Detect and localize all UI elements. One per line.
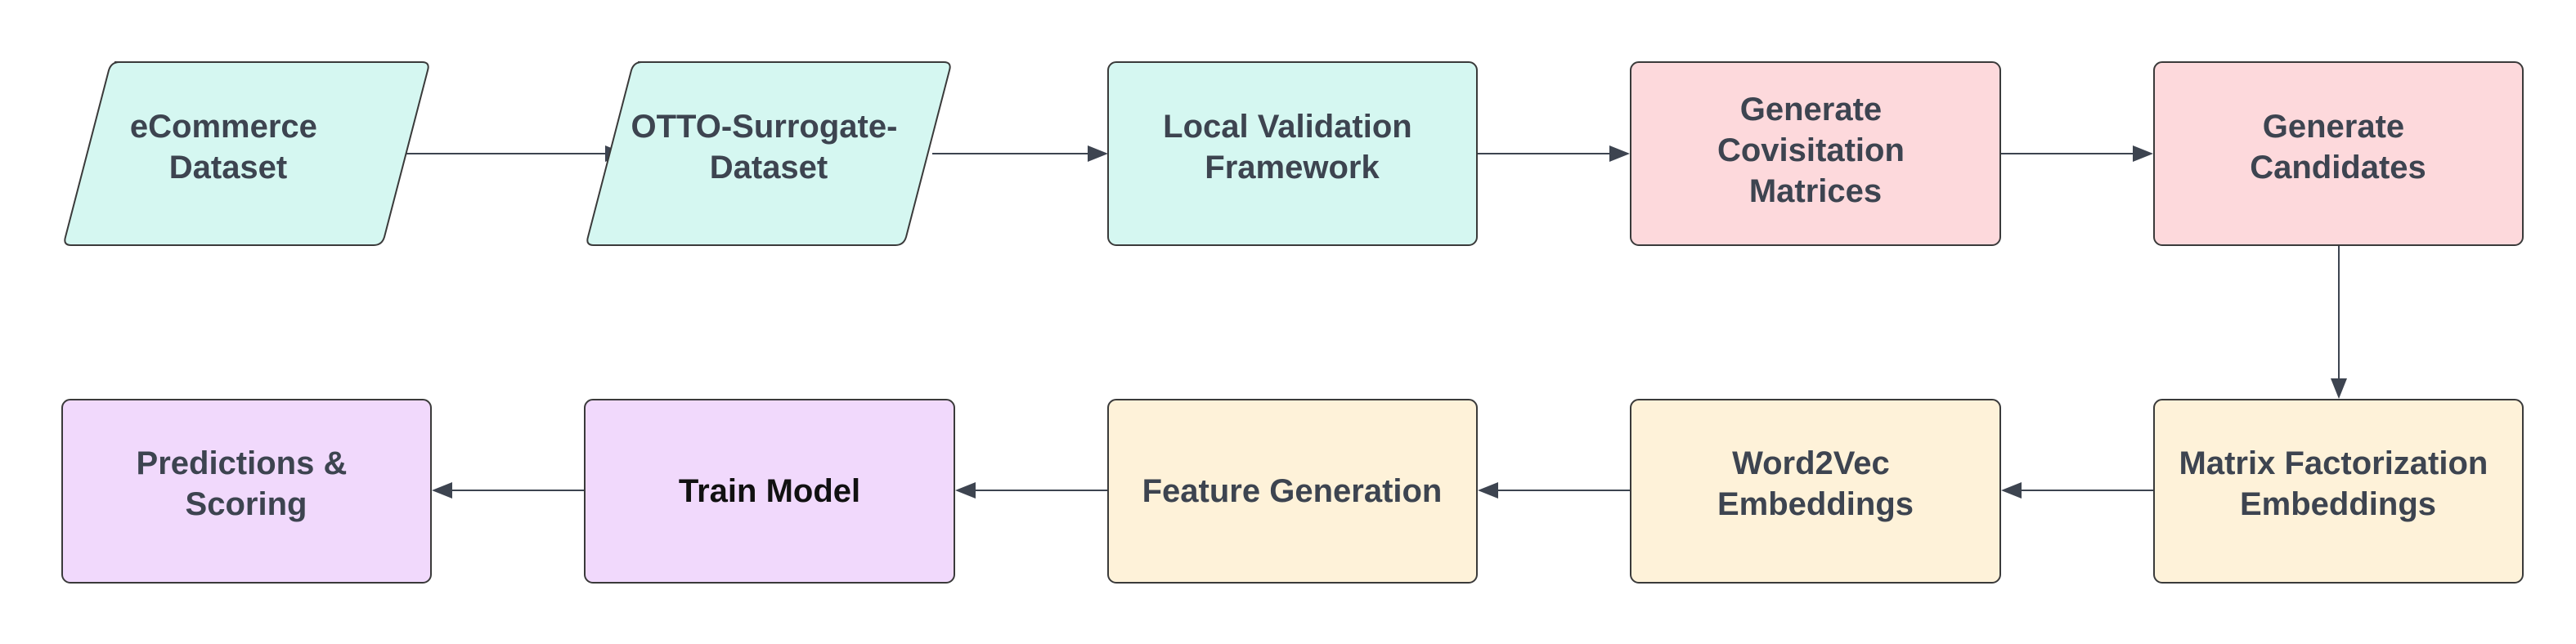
label-line: Embeddings xyxy=(1717,486,1914,522)
node-matrix-factorization-embeddings: Matrix Factorization Embeddings xyxy=(2153,399,2524,584)
label-line: OTTO-Surrogate- xyxy=(631,109,897,145)
label-line: Matrices xyxy=(1749,173,1882,209)
node-train-model: Train Model xyxy=(584,399,955,584)
node-generate-covisitation-matrices: Generate Covisitation Matrices xyxy=(1630,61,2001,246)
label-line: Predictions & xyxy=(137,445,348,481)
label-line: Generate xyxy=(1740,92,1882,127)
node-label: Generate Covisitation Matrices xyxy=(1717,92,1914,209)
node-label: OTTO-Surrogate- Dataset xyxy=(631,109,906,186)
label-line: Feature Generation xyxy=(1142,473,1443,509)
label-line: Framework xyxy=(1205,150,1380,186)
label-line: Generate xyxy=(2263,109,2404,145)
nodes: eCommerce Dataset OTTO-Surrogate- Datase… xyxy=(61,61,2524,584)
arrowhead-otto-to-validation xyxy=(1088,145,1108,162)
arrowhead-word2vec-to-feature-generation xyxy=(1478,482,1498,499)
arrowhead-train-model-to-predictions xyxy=(432,482,452,499)
node-word2vec-embeddings: Word2Vec Embeddings xyxy=(1630,399,2001,584)
arrowhead-validation-to-covisitation xyxy=(1609,145,1630,162)
node-otto-surrogate-dataset: OTTO-Surrogate- Dataset xyxy=(586,61,951,246)
node-label: eCommerce Dataset xyxy=(130,109,326,186)
node-label: Local Validation Framework xyxy=(1163,109,1421,186)
label-line: Covisitation xyxy=(1717,132,1905,168)
node-generate-candidates: Generate Candidates xyxy=(2153,61,2524,246)
arrowhead-matrix-factorization-to-word2vec xyxy=(2001,482,2022,499)
label-line: Scoring xyxy=(186,486,307,522)
label-line: Dataset xyxy=(169,150,288,186)
node-label: Generate Candidates xyxy=(2250,109,2426,186)
label-line: Matrix Factorization xyxy=(2179,445,2488,481)
node-predictions-scoring: Predictions & Scoring xyxy=(61,399,432,584)
label-line: eCommerce xyxy=(130,109,317,145)
label-line: Word2Vec xyxy=(1732,445,1890,481)
label-line: Train Model xyxy=(679,473,860,509)
connectors xyxy=(405,145,2347,499)
arrowhead-covisitation-to-candidates xyxy=(2133,145,2153,162)
label-line: Candidates xyxy=(2250,150,2426,186)
arrowhead-feature-generation-to-train-model xyxy=(955,482,976,499)
label-line: Embeddings xyxy=(2240,486,2436,522)
node-label: Predictions & Scoring xyxy=(137,445,357,522)
node-local-validation-framework: Local Validation Framework xyxy=(1107,61,1478,246)
node-label: Train Model xyxy=(679,473,860,509)
label-line: Dataset xyxy=(710,150,828,186)
node-label: Feature Generation xyxy=(1142,473,1443,509)
node-label: Word2Vec Embeddings xyxy=(1717,445,1914,522)
node-ecommerce-dataset: eCommerce Dataset xyxy=(64,61,429,246)
node-feature-generation: Feature Generation xyxy=(1107,399,1478,584)
node-label: Matrix Factorization Embeddings xyxy=(2179,445,2497,522)
label-line: Local Validation xyxy=(1163,109,1412,145)
arrowhead-candidates-to-matrix-factorization xyxy=(2331,378,2347,399)
